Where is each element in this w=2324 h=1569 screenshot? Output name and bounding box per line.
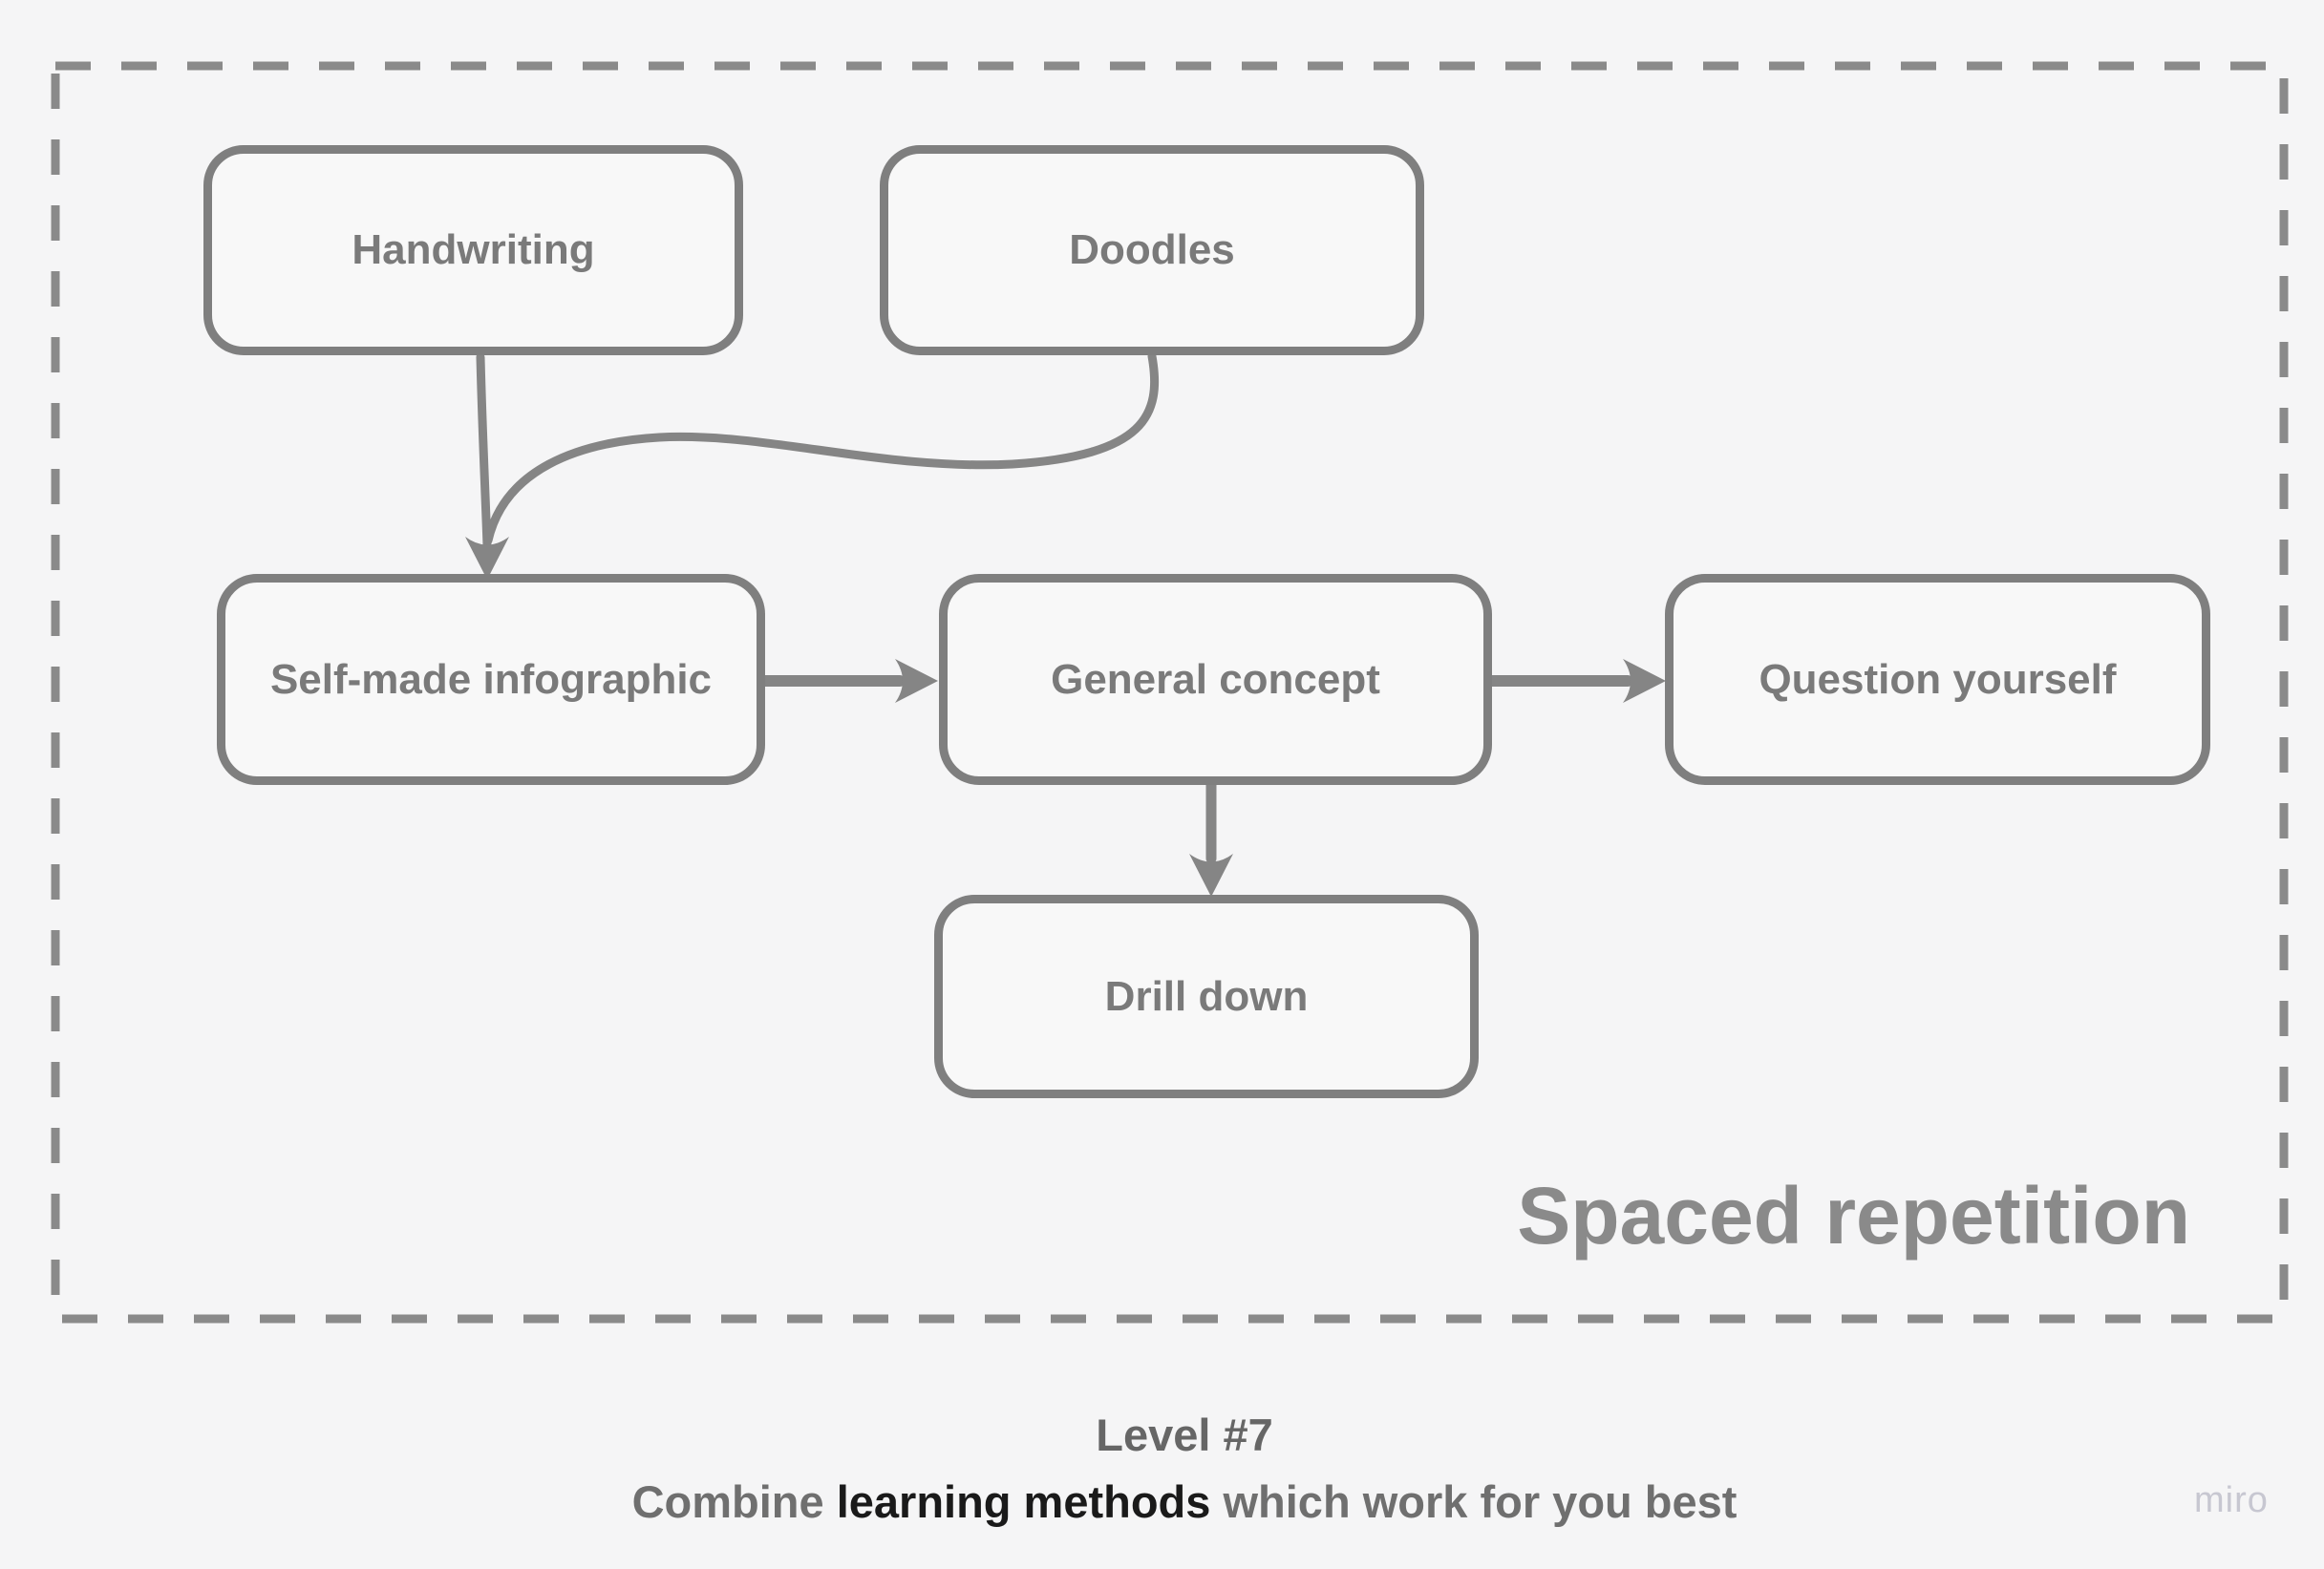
caption-text-suffix: which work for you best: [1210, 1476, 1738, 1527]
arrowhead-into-drill-down: [1189, 854, 1233, 897]
frame-title[interactable]: Spaced repetition: [1517, 1171, 2190, 1261]
node-general-concept-label: General concept: [1051, 655, 1380, 703]
node-doodles[interactable]: Doodles: [880, 145, 1424, 355]
connector-doodles-to-self-made-infographic[interactable]: [483, 351, 1160, 545]
connector-handwriting-to-self-made-infographic[interactable]: [476, 352, 492, 551]
miro-watermark: miro: [2194, 1480, 2269, 1520]
node-drill-down-label: Drill down: [1104, 972, 1309, 1020]
dashed-frame[interactable]: [51, 61, 2289, 1324]
caption-level: Level #7: [1096, 1410, 1273, 1460]
node-handwriting[interactable]: Handwriting: [203, 145, 743, 355]
node-handwriting-label: Handwriting: [352, 226, 595, 273]
arrowhead-into-self-made-infographic: [465, 537, 509, 580]
node-drill-down[interactable]: Drill down: [934, 895, 1479, 1098]
arrowhead-into-general-concept: [895, 659, 938, 703]
node-question-yourself-label: Question yourself: [1759, 655, 2117, 703]
caption-text-prefix: Combine: [631, 1476, 837, 1527]
arrowhead-into-question-yourself: [1623, 659, 1666, 703]
node-general-concept[interactable]: General concept: [939, 574, 1492, 785]
node-question-yourself[interactable]: Question yourself: [1665, 574, 2210, 785]
caption-block[interactable]: Level #7 Combine learning methods which …: [632, 1402, 1738, 1536]
node-self-made-infographic-label: Self-made infographic: [269, 655, 713, 703]
node-doodles-label: Doodles: [1069, 226, 1235, 273]
caption-text: Combine learning methods which work for …: [632, 1469, 1738, 1536]
caption-text-emphasis: learning methods: [836, 1476, 1211, 1527]
node-self-made-infographic[interactable]: Self-made infographic: [217, 574, 765, 785]
